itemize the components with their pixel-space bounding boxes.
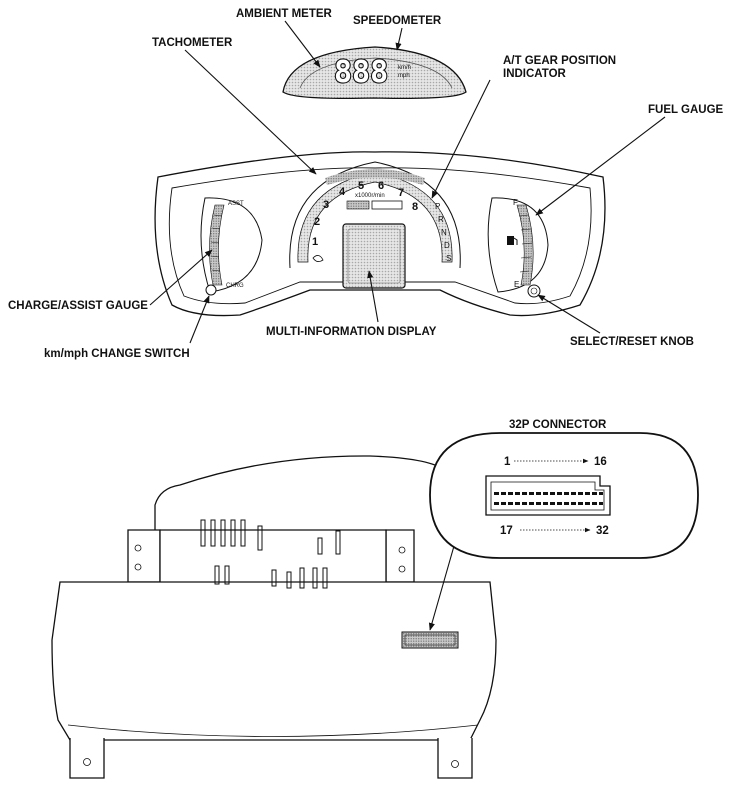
at-gear-position-label-line2: INDICATOR	[503, 68, 567, 80]
ambient-meter-label: AMBIENT METER	[236, 8, 333, 20]
leader-lines	[149, 20, 666, 344]
tach-number-7: 7	[398, 187, 404, 199]
32p-connector-socket	[401, 631, 459, 649]
pin-label-17: 17	[500, 525, 513, 537]
eco-indicator	[346, 200, 370, 210]
charge-assist-gauge-label: CHARGE/ASSIST GAUGE	[8, 300, 148, 312]
tachometer-label: TACHOMETER	[152, 37, 233, 49]
fuel-gauge	[487, 197, 549, 293]
pin-label-16: 16	[594, 456, 607, 468]
km-mph-change-switch-label: km/mph CHANGE SWITCH	[44, 348, 190, 360]
tach-number-8: 8	[412, 201, 418, 213]
speed-unit-kmh: km/h	[398, 65, 411, 71]
speed-unit-mph: mph	[398, 73, 410, 79]
cluster-rear-housing	[51, 455, 497, 779]
tach-needle-pivot-icon	[312, 255, 324, 262]
tachometer	[289, 161, 461, 269]
fuel-pump-icon	[507, 236, 518, 245]
multi-information-display	[342, 223, 406, 289]
ambient-meter-housing	[282, 46, 467, 100]
connector-title: 32P CONNECTOR	[509, 419, 607, 431]
charge-label: CHRG	[226, 283, 244, 289]
tach-number-6: 6	[378, 180, 384, 192]
multi-information-display-label: MULTI-INFORMATION DISPLAY	[266, 326, 437, 338]
fuel-empty-label: E	[514, 280, 519, 289]
pin-label-32: 32	[596, 525, 609, 537]
gear-letter-p: P	[435, 202, 440, 211]
tach-number-2: 2	[314, 216, 320, 228]
tach-number-5: 5	[358, 180, 364, 192]
km-mph-change-switch[interactable]	[205, 284, 217, 296]
gear-letter-n: N	[441, 228, 447, 237]
select-reset-knob-label: SELECT/RESET KNOB	[570, 336, 694, 348]
assist-label: ASST	[228, 201, 244, 207]
ima-indicator	[371, 200, 403, 210]
fuel-gauge-label: FUEL GAUGE	[648, 104, 724, 116]
select-reset-knob[interactable]	[527, 284, 541, 298]
gear-letter-s: S	[446, 254, 451, 263]
charge-assist-gauge	[200, 197, 263, 293]
tach-number-3: 3	[323, 199, 329, 211]
pin-label-1: 1	[504, 456, 511, 468]
tach-unit-label: x1000r/min	[355, 193, 385, 199]
gear-letter-d: D	[444, 241, 450, 250]
at-gear-position-label: A/T GEAR POSITION	[503, 55, 616, 67]
gear-letter-r: R	[438, 215, 444, 224]
speedometer-label: SPEEDOMETER	[353, 15, 442, 27]
tach-number-4: 4	[339, 186, 346, 198]
32p-connector-callout	[429, 432, 699, 559]
tach-number-1: 1	[312, 236, 318, 248]
fuel-full-label: F	[513, 198, 518, 207]
speedometer-digits: 888	[334, 55, 388, 90]
